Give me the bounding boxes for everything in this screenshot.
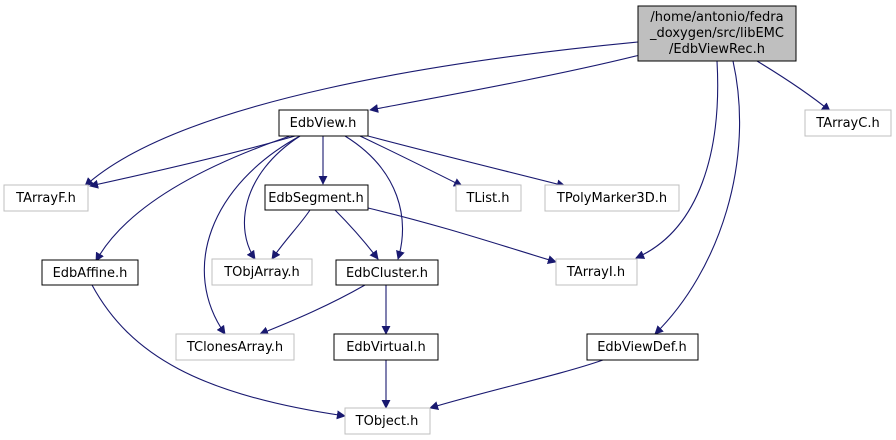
node-edbviewdef-label: EdbViewDef.h bbox=[597, 340, 687, 355]
node-tarrayf-label: TArrayF.h bbox=[15, 191, 76, 206]
node-tarrayf[interactable]: TArrayF.h bbox=[3, 184, 89, 212]
node-tarrayi-label: TArrayI.h bbox=[566, 265, 625, 280]
edge-edbview-tclonesarray bbox=[203, 135, 301, 335]
node-tpolymarker-label: TPolyMarker3D.h bbox=[556, 191, 667, 206]
node-tarrayc-label: TArrayC.h bbox=[815, 116, 879, 131]
edge-edbcluster-tclonesarray bbox=[259, 284, 366, 336]
node-tpolymarker[interactable]: TPolyMarker3D.h bbox=[544, 184, 680, 212]
root-line-1: /home/antonio/fedra bbox=[650, 10, 783, 25]
edge-root-edbview bbox=[369, 54, 641, 113]
node-tclonesarray[interactable]: TClonesArray.h bbox=[175, 333, 295, 361]
node-edbsegment[interactable]: EdbSegment.h bbox=[264, 184, 369, 211]
node-tarrayi[interactable]: TArrayI.h bbox=[555, 258, 638, 286]
node-tobjarray-label: TObjArray.h bbox=[223, 265, 300, 280]
edge-root-tarrayc bbox=[756, 60, 831, 112]
edge-root-tarrayi bbox=[635, 60, 719, 259]
node-edbviewdef[interactable]: EdbViewDef.h bbox=[586, 333, 699, 361]
edge-edbview-tlist bbox=[359, 135, 463, 187]
node-tlist[interactable]: TList.h bbox=[455, 184, 522, 212]
edge-root-edbviewdef bbox=[654, 60, 741, 335]
node-edbsegment-label: EdbSegment.h bbox=[268, 191, 364, 206]
edge-edbviewdef-tobject bbox=[429, 359, 604, 410]
edge-edbsegment-tarrayi bbox=[367, 207, 557, 264]
root-line-3: /EdbViewRec.h bbox=[669, 42, 765, 57]
node-edbaffine[interactable]: EdbAffine.h bbox=[41, 259, 139, 286]
node-edbcluster-label: EdbCluster.h bbox=[346, 266, 428, 281]
node-edbvirtual[interactable]: EdbVirtual.h bbox=[333, 333, 439, 361]
edge-edbaffine-tobject bbox=[91, 284, 346, 420]
node-tlist-label: TList.h bbox=[465, 191, 509, 206]
edge-edbsegment-edbcluster bbox=[334, 209, 379, 260]
edge-edbview-edbcluster bbox=[344, 135, 405, 260]
node-root[interactable]: /home/antonio/fedra _doxygen/src/libEMC … bbox=[637, 5, 797, 62]
edges bbox=[84, 41, 831, 420]
edge-edbview-edbaffine bbox=[95, 135, 291, 262]
node-edbaffine-label: EdbAffine.h bbox=[53, 266, 128, 281]
node-tobjarray[interactable]: TObjArray.h bbox=[211, 258, 313, 286]
node-tclonesarray-label: TClonesArray.h bbox=[186, 340, 283, 355]
root-line-2: _doxygen/src/libEMC bbox=[649, 26, 784, 41]
node-edbvirtual-label: EdbVirtual.h bbox=[346, 340, 426, 355]
node-tobject-label: TObject.h bbox=[355, 414, 419, 429]
edge-edbsegment-tobjarray bbox=[271, 209, 311, 260]
node-edbview-label: EdbView.h bbox=[290, 116, 357, 131]
node-tobject[interactable]: TObject.h bbox=[344, 407, 431, 435]
edge-edbview-tpolymarker bbox=[367, 135, 566, 189]
node-edbview[interactable]: EdbView.h bbox=[278, 109, 369, 137]
edge-edbview-tobjarray bbox=[243, 135, 301, 260]
edge-edbview-tarrayf bbox=[89, 135, 296, 189]
edge-root-tarrayf bbox=[84, 41, 639, 187]
node-edbcluster[interactable]: EdbCluster.h bbox=[335, 259, 439, 286]
node-tarrayc[interactable]: TArrayC.h bbox=[804, 109, 892, 137]
